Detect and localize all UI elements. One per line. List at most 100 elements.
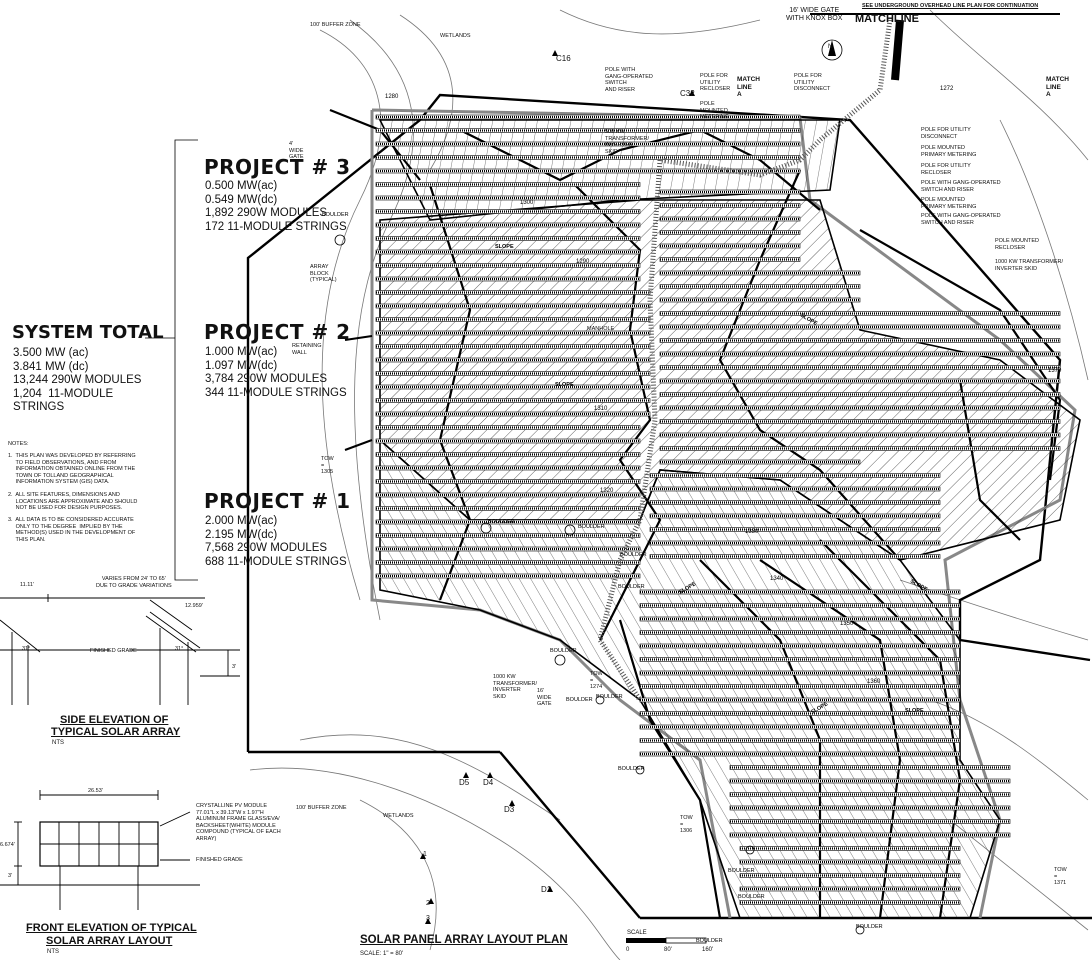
- scale-tick-80: 80': [664, 947, 672, 953]
- boulder-label: BOULDER: [322, 212, 349, 218]
- front-elevation-title-1: FRONT ELEVATION OF TYPICAL: [26, 922, 197, 934]
- side-dim-angle-b: 31°: [175, 646, 184, 652]
- boulder-label: BOULDER: [728, 868, 755, 874]
- scale-bar-label: SCALE: [627, 930, 647, 936]
- r-pole-recloser: POLE FOR UTILITY RECLOSER: [921, 163, 971, 176]
- wide-gate-16: 16' WIDE GATE: [537, 688, 552, 708]
- pole-metering-note: POLE MOUNTED METERING: [700, 101, 730, 121]
- contour-label: 1272: [940, 86, 954, 92]
- boulder-label: BOULDER: [696, 938, 723, 944]
- access-road: [597, 19, 893, 702]
- front-elevation-scale: NTS: [47, 949, 59, 955]
- contour-label: 1360: [867, 679, 881, 685]
- system-total-title: SYSTEM TOTAL: [12, 322, 164, 343]
- r-transformer-1000: 1000 KW TRANSFORMER/ INVERTER SKID: [995, 259, 1064, 272]
- r-pole-gang: POLE WITH GANG-OPERATED SWITCH AND RISER: [921, 180, 1001, 193]
- note-3: 3. ALL DATA IS TO BE CONSIDERED ACCURATE…: [8, 517, 136, 543]
- note-1: 1. THIS PLAN WAS DEVELOPED BY REFERRING …: [8, 453, 136, 486]
- boulder-label: BOULDER: [620, 552, 647, 558]
- side-finished-grade: FINISHED GRADE: [90, 648, 137, 654]
- north-letter: N: [828, 44, 833, 50]
- contour-label: 1350: [840, 621, 854, 627]
- boulder-label: BOULDER: [596, 694, 623, 700]
- scale-bar: [626, 937, 707, 944]
- front-dim-base: 3': [8, 873, 13, 879]
- contour-label: 1290: [576, 259, 590, 265]
- pole-recloser-note: POLE FOR UTILITY RECLOSER: [700, 73, 731, 93]
- point-d3: D3: [504, 805, 515, 814]
- project-2-stats: 1.000 MW(ac) 1.097 MW(dc) 3,784 290W MOD…: [205, 346, 347, 399]
- slope-label: SLOPE: [495, 244, 514, 250]
- r-pole-gang-2: POLE WITH GANG-OPERATED SWITCH AND RISER: [921, 213, 1001, 226]
- boulder-label: BOULDER: [738, 894, 765, 900]
- point-d5: D5: [459, 778, 470, 787]
- array-block-note: ARRAY BLOCK (TYPICAL): [310, 264, 337, 284]
- r-pole-recloser-2: POLE MOUNTED RECLOSER: [995, 238, 1040, 251]
- project-1-title: PROJECT # 1: [204, 489, 351, 513]
- boulder-markers: [334, 234, 865, 935]
- gate-note: 16' WIDE GATE WITH KNOX BOX: [786, 7, 843, 22]
- r-pole-primary-2: POLE MOUNTED PRIMARY METERING: [921, 197, 977, 210]
- pole-gang-note: POLE WITH GANG-OPERATED SWITCH AND RISER: [605, 67, 653, 93]
- overhead-line-note: SEE UNDERGROUND OVERHEAD LINE PLAN FOR C…: [862, 3, 1039, 9]
- contour-label: 1310: [594, 406, 608, 412]
- boulder-label: BOULDER: [618, 766, 645, 772]
- boulder-label: BOULDER: [578, 524, 605, 530]
- side-dim-varies: VARIES FROM 24' TO 65' DUE TO GRADE VARI…: [96, 576, 172, 589]
- contour-label: 1300: [520, 200, 534, 206]
- match-line-a: MATCH LINE A: [737, 76, 760, 98]
- north-arrow-icon: [821, 39, 843, 61]
- side-elevation-scale: NTS: [52, 740, 64, 746]
- point-1: 1: [423, 851, 427, 858]
- point-d1: D1: [541, 885, 552, 894]
- transformer-1000-note: 1000 KW TRANSFORMER/ INVERTER SKID: [493, 674, 537, 700]
- point-2: 2: [426, 900, 430, 907]
- contour-label: 1320: [600, 488, 614, 494]
- contour-label: 1340: [770, 576, 784, 582]
- side-elevation-drawing: [0, 594, 240, 705]
- plan-title: SOLAR PANEL ARRAY LAYOUT PLAN: [360, 934, 568, 946]
- side-dim-panel: 12.959': [185, 603, 203, 609]
- front-elevation-title-2: SOLAR ARRAY LAYOUT: [46, 935, 173, 947]
- transformer-500-note: 500 KW TRANSFORMER/ INVERTER SKID: [605, 129, 649, 155]
- project-2-title: PROJECT # 2: [204, 320, 351, 344]
- manhole-note: MANHOLE: [587, 326, 615, 332]
- note-2: 2. ALL SITE FEATURES, DIMENSIONS AND LOC…: [8, 492, 138, 512]
- boulder-label: BOULDER: [566, 697, 593, 703]
- point-d4: D4: [483, 778, 494, 787]
- side-dim-angle-a: 31°: [22, 646, 31, 652]
- retaining-wall-note: RETAINING WALL: [292, 343, 322, 356]
- side-elevation-title-2: TYPICAL SOLAR ARRAY: [51, 726, 181, 738]
- slope-label: SLOPE: [555, 382, 574, 388]
- contour-label: 1330: [745, 529, 759, 535]
- scale-tick-160: 160': [702, 947, 714, 953]
- tow-1306: TOW = 1306: [680, 815, 693, 835]
- retaining-wall: [344, 335, 373, 451]
- module-note: CRYSTALLINE PV MODULE 77.01"L x 39.13"W …: [196, 803, 281, 842]
- panel-rows: [375, 114, 1061, 905]
- point-c32: C32: [680, 89, 695, 98]
- point-c16: C16: [556, 54, 571, 63]
- r-pole-disconnect: POLE FOR UTILITY DISCONNECT: [921, 127, 971, 140]
- project-3-stats: 0.500 MW(ac) 0.549 MW(dc) 1,892 290W MOD…: [205, 180, 347, 233]
- survey-point-markers: [420, 50, 695, 924]
- front-elevation-drawing: [0, 790, 200, 910]
- plan-scale-note: SCALE: 1" = 80': [360, 951, 404, 957]
- contour-labels: 1280 1300 1290 1310 1320 1330 1340 1350 …: [385, 86, 1062, 685]
- side-dim-width: 11.11': [20, 582, 34, 588]
- side-dim-height: 3': [232, 664, 237, 670]
- buffer-zone-label-top: 100' BUFFER ZONE: [310, 22, 361, 28]
- point-3: 3: [426, 915, 430, 922]
- system-total-stats: 3.500 MW (ac) 3.841 MW (dc) 13,244 290W …: [13, 347, 142, 413]
- match-line-a-right: MATCH LINE A: [1046, 76, 1069, 98]
- project-1-stats: 2.000 MW(ac) 2.195 MW(dc) 7,568 290W MOD…: [205, 515, 347, 568]
- wide-gate-4: 4' WIDE GATE: [289, 141, 304, 161]
- r-pole-primary: POLE MOUNTED PRIMARY METERING: [921, 145, 977, 158]
- matchline-label: MATCHLINE: [855, 13, 919, 25]
- boulder-labels: BOULDER BOULDER BOULDER BOULDER BOULDER …: [322, 212, 883, 944]
- project-3-title: PROJECT # 3: [204, 155, 351, 179]
- boulder-label: BOULDER: [618, 584, 645, 590]
- boulder-label: BOULDER: [550, 648, 577, 654]
